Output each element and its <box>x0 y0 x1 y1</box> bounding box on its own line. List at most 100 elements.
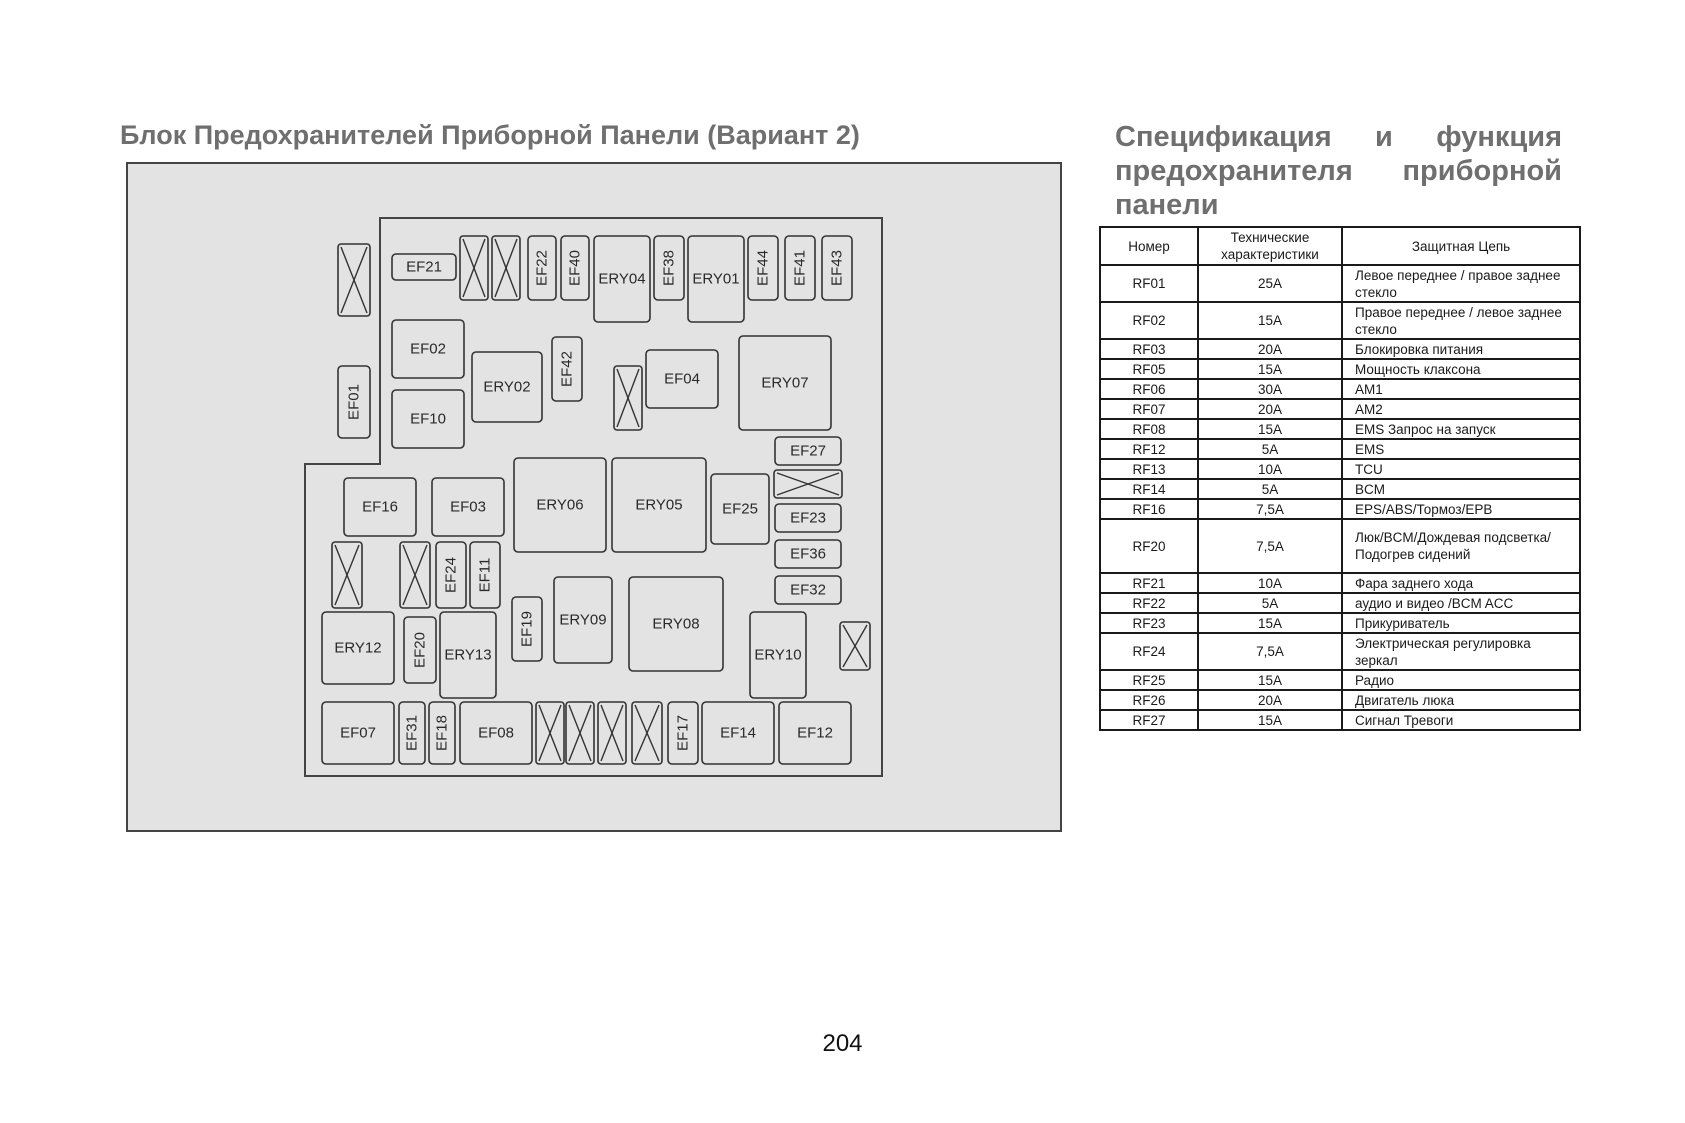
fuse-rating: 20A <box>1197 338 1343 360</box>
fuse-label: ERY05 <box>635 497 682 514</box>
fuse-label: EF44 <box>755 250 772 286</box>
fuse-slot-ef10 <box>391 389 465 449</box>
fuse-label: ERY12 <box>334 640 381 657</box>
fuse-circuit: Левое переднее / правое заднее стекло <box>1341 264 1581 303</box>
fuse-label: EF27 <box>790 443 826 460</box>
fuse-label: ERY08 <box>652 616 699 633</box>
fuse-circuit: Мощность клаксона <box>1341 358 1581 380</box>
empty-slot-icon <box>773 469 843 499</box>
fuse-rating: 15A <box>1197 669 1343 691</box>
fuse-number: RF06 <box>1099 378 1199 400</box>
fuse-circuit: Люк/BCM/Дождевая подсветка/Подогрев сиде… <box>1341 518 1581 574</box>
fuse-slot-ef19 <box>511 596 543 662</box>
fuse-slot-ery02 <box>471 351 543 423</box>
fuse-circuit: аудио и видео /BCM ACC <box>1341 592 1581 614</box>
fuse-rating: 5A <box>1197 478 1343 500</box>
fuse-slot-ery01 <box>687 235 745 323</box>
fuse-label: EF03 <box>450 499 486 516</box>
fuse-spec-table: Номер Технические характеристики Защитна… <box>1099 226 1581 731</box>
fuse-rating: 7,5A <box>1197 632 1343 671</box>
fuse-slot-ef44 <box>747 235 779 301</box>
fuse-rating: 15A <box>1197 301 1343 340</box>
fuse-circuit: EPS/ABS/Тормоз/EPB <box>1341 498 1581 520</box>
fuse-label: EF11 <box>477 558 494 593</box>
fuse-rating: 10A <box>1197 458 1343 480</box>
fuse-label: ERY06 <box>536 497 583 514</box>
fuse-label: EF41 <box>792 250 809 286</box>
fuse-rating: 7,5A <box>1197 498 1343 520</box>
empty-slot-icon <box>337 243 371 317</box>
fuse-circuit: Двигатель люка <box>1341 689 1581 711</box>
fuse-rating: 25A <box>1197 264 1343 303</box>
fuse-label: EF02 <box>410 341 446 358</box>
fuse-label: EF36 <box>790 546 826 563</box>
fuse-slot-ef21 <box>391 253 457 281</box>
fuse-slot-ef11 <box>469 541 501 609</box>
fuse-slot-ef41 <box>784 235 816 301</box>
fuse-number: RF24 <box>1099 632 1199 671</box>
fuse-number: RF26 <box>1099 689 1199 711</box>
fuse-circuit: Правое переднее / левое заднее стекло <box>1341 301 1581 340</box>
fuse-label: EF12 <box>797 725 833 742</box>
fuse-circuit: Электрическая регулировка зеркал <box>1341 632 1581 671</box>
fuse-circuit: EMS <box>1341 438 1581 460</box>
fuse-slot-ef24 <box>435 541 467 609</box>
fuse-rating: 5A <box>1197 592 1343 614</box>
empty-slot-icon <box>399 541 431 609</box>
fuse-slot-ef07 <box>321 701 395 765</box>
fuse-slot-ef25 <box>710 473 770 545</box>
fuse-number: RF01 <box>1099 264 1199 303</box>
fuse-label: EF31 <box>404 715 421 751</box>
fuse-slot-ef31 <box>398 701 426 765</box>
fuse-circuit: EMS Запрос на запуск <box>1341 418 1581 440</box>
empty-slot-icon <box>839 621 871 671</box>
fuse-label: EF14 <box>720 725 756 742</box>
fuse-label: EF01 <box>346 384 363 420</box>
fuse-number: RF12 <box>1099 438 1199 460</box>
empty-slot-icon <box>331 541 363 609</box>
fuse-rating: 20A <box>1197 689 1343 711</box>
fuse-slot-ef36 <box>774 539 842 569</box>
fuse-slot-ef08 <box>459 701 533 765</box>
fuse-slot-ef38 <box>653 235 685 301</box>
fuse-rating: 5A <box>1197 438 1343 460</box>
fuse-label: EF43 <box>829 250 846 286</box>
empty-slot-icon <box>597 701 627 765</box>
fuse-slot-ef17 <box>667 701 699 765</box>
header-circuit: Защитная Цепь <box>1341 226 1581 266</box>
fuse-circuit: Фара заднего хода <box>1341 572 1581 594</box>
fuse-circuit: Радио <box>1341 669 1581 691</box>
empty-slot-icon <box>565 701 595 765</box>
fuse-label: ERY09 <box>559 612 606 629</box>
fuse-slot-ery12 <box>321 611 395 685</box>
fuse-circuit: TCU <box>1341 458 1581 480</box>
empty-slot-icon <box>491 235 521 301</box>
fuse-slot-ef20 <box>403 616 437 684</box>
fuse-slot-ery06 <box>513 457 607 553</box>
empty-slot-icon <box>535 701 565 765</box>
fuse-circuit: BCM <box>1341 478 1581 500</box>
fuse-slot-ef16 <box>343 477 417 537</box>
page-number: 204 <box>822 1030 863 1057</box>
fuse-slot-ef18 <box>428 701 456 765</box>
fuse-slot-ef27 <box>774 436 842 466</box>
fuse-rating: 10A <box>1197 572 1343 594</box>
fuse-label: EF22 <box>534 250 551 286</box>
fuse-slot-ery05 <box>611 457 707 553</box>
fuse-number: RF14 <box>1099 478 1199 500</box>
fuse-slot-ef43 <box>821 235 853 301</box>
fuse-number: RF25 <box>1099 669 1199 691</box>
